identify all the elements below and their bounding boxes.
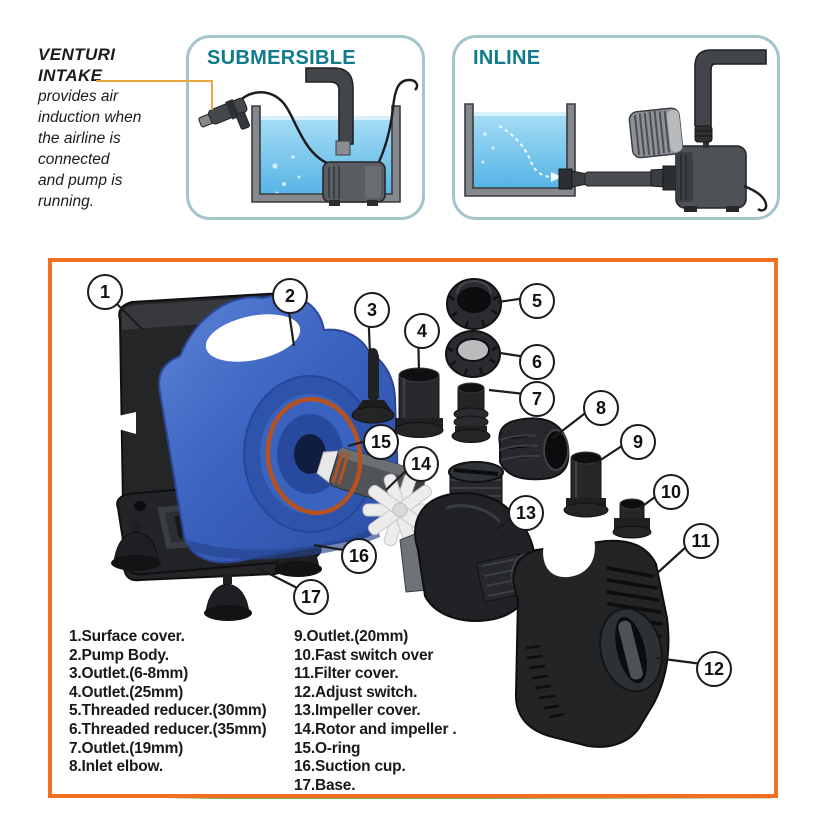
- parts-list-item: 14.Rotor and impeller .: [294, 720, 457, 738]
- part-threaded-reducer-30: [446, 278, 502, 330]
- parts-list-item: 8.Inlet elbow.: [69, 758, 163, 776]
- parts-list-item: 13.Impeller cover.: [294, 702, 421, 720]
- part-suction-cup: [111, 522, 161, 571]
- callout-11: 11: [683, 523, 719, 559]
- power-cord: [377, 78, 419, 163]
- inline-panel: INLINE: [452, 35, 780, 220]
- parts-list-left-column: 1.Surface cover. 2.Pump Body. 3.Outlet.(…: [69, 628, 267, 777]
- part-impeller-cover: [399, 461, 539, 622]
- inlet-barb-fitting: [650, 165, 677, 191]
- callout-5: 5: [519, 283, 555, 319]
- submersible-diagram: [198, 67, 419, 206]
- callout-15: 15: [363, 424, 399, 460]
- inline-diagram: [464, 49, 768, 212]
- part-fast-switch-over: [612, 498, 652, 539]
- parts-list-item: 10.Fast switch over: [294, 646, 434, 664]
- top-adapter: [694, 125, 713, 143]
- venturi-body-line: running.: [38, 193, 95, 210]
- inline-pump: [675, 138, 747, 212]
- inline-title: INLINE: [473, 47, 541, 69]
- callout-13: 13: [508, 495, 544, 531]
- callout-8: 8: [583, 390, 619, 426]
- parts-diagram-panel: 1 2 3 4 5 6 7 8 9 10 11 12 13 14 15 16 1…: [48, 258, 778, 798]
- airline-hose: [231, 91, 330, 166]
- parts-list-item: 3.Outlet.(6-8mm): [69, 665, 189, 683]
- filter-cap: [628, 107, 684, 159]
- callout-14: 14: [403, 446, 439, 482]
- tank-walls: [464, 103, 576, 197]
- venturi-body-line: the airline is: [38, 130, 121, 147]
- parts-list-item: 2.Pump Body.: [69, 646, 169, 664]
- parts-list-item: 4.Outlet.(25mm): [69, 683, 184, 701]
- callout-1: 1: [87, 274, 123, 310]
- pipe-fitting: [335, 140, 351, 156]
- parts-list-item: 12.Adjust switch.: [294, 683, 418, 701]
- venturi-heading-line2: INTAKE: [38, 66, 103, 85]
- callout-9: 9: [620, 424, 656, 460]
- venturi-heading-line1: VENTURI: [38, 45, 116, 64]
- part-outlet-20: [563, 451, 609, 518]
- submersible-panel: SUBMERSIBLE: [186, 35, 425, 220]
- outlet-pipe: [694, 49, 767, 127]
- flow-arrow: [498, 125, 562, 182]
- submersible-title: SUBMERSIBLE: [207, 47, 356, 69]
- tank-water: [473, 112, 567, 194]
- tank-walls: [251, 105, 401, 203]
- wall-outlet-fitting: [558, 168, 588, 190]
- part-adjust-switch: [599, 607, 663, 693]
- venturi-body-line: connected: [38, 151, 110, 168]
- venturi-body-line: induction when: [38, 109, 142, 126]
- inline-pipe: [584, 171, 654, 187]
- callout-7: 7: [519, 381, 555, 417]
- part-o-ring: [265, 396, 363, 516]
- callout-17: 17: [293, 579, 329, 615]
- part-threaded-reducer-35: [445, 330, 501, 378]
- venturi-body-line: provides air: [38, 88, 119, 105]
- parts-list-item: 17.Base.: [294, 776, 356, 794]
- power-cord: [743, 184, 768, 212]
- part-outlet-6-8: [351, 348, 395, 424]
- callout-4: 4: [404, 313, 440, 349]
- parts-list-item: 15.O-ring: [294, 739, 361, 757]
- venturi-note: VENTURI INTAKE provides air induction wh…: [38, 44, 198, 212]
- part-suction-cup: [204, 574, 252, 621]
- parts-list-item: 6.Threaded reducer.(35mm): [69, 720, 267, 738]
- submerged-pump: [322, 161, 386, 206]
- parts-list-item: 1.Surface cover.: [69, 628, 185, 645]
- exploded-view-art: [100, 278, 711, 748]
- venturi-body-line: and pump is: [38, 172, 123, 189]
- callout-2: 2: [272, 278, 308, 314]
- part-outlet-19: [451, 382, 491, 443]
- callout-10: 10: [653, 474, 689, 510]
- part-outlet-25: [394, 367, 444, 438]
- callout-3: 3: [354, 292, 390, 328]
- callout-6: 6: [519, 344, 555, 380]
- callout-16: 16: [341, 538, 377, 574]
- venturi-intake-fitting: [198, 97, 250, 130]
- parts-list-item: 7.Outlet.(19mm): [69, 739, 184, 757]
- parts-list-right-column: 9.Outlet.(20mm) 10.Fast switch over 11.F…: [294, 628, 457, 795]
- parts-list-item: 16.Suction cup.: [294, 758, 406, 776]
- callout-12: 12: [696, 651, 732, 687]
- part-pump-body: [158, 294, 400, 564]
- part-inlet-elbow: [498, 417, 570, 481]
- parts-list-item: 5.Threaded reducer.(30mm): [69, 702, 267, 720]
- parts-list-item: 9.Outlet.(20mm): [294, 628, 409, 645]
- parts-list-item: 11.Filter cover.: [294, 665, 399, 683]
